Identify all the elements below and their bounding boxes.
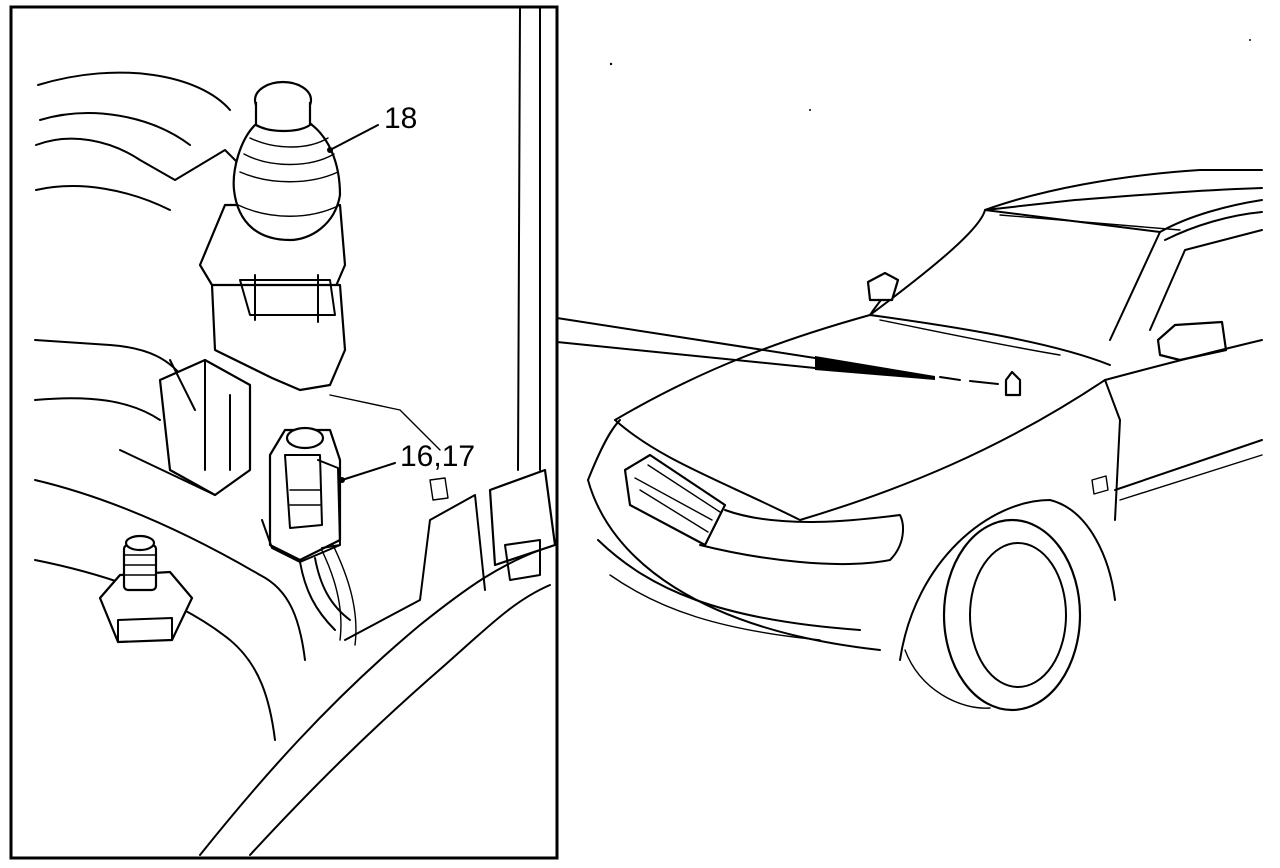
inset-pointer — [556, 317, 1022, 397]
callout-label-18: 18 — [384, 102, 417, 135]
detail-inset: 18 16,17 — [9, 5, 559, 860]
callout-label-16-17: 16,17 — [400, 440, 475, 473]
car-overview — [587, 39, 1263, 712]
mounting-bolt — [98, 534, 194, 644]
leader-dot-16-17 — [339, 477, 345, 483]
leader-line-16-17 — [341, 462, 396, 481]
a-pillar-post — [488, 7, 557, 581]
lower-body-panel — [199, 394, 551, 856]
sensor-18-with-boot — [198, 80, 347, 392]
leader-dot-18 — [327, 147, 333, 153]
connector-16-17 — [261, 426, 351, 631]
engine-bay-panels — [34, 71, 306, 741]
leader-line-18 — [329, 124, 379, 151]
